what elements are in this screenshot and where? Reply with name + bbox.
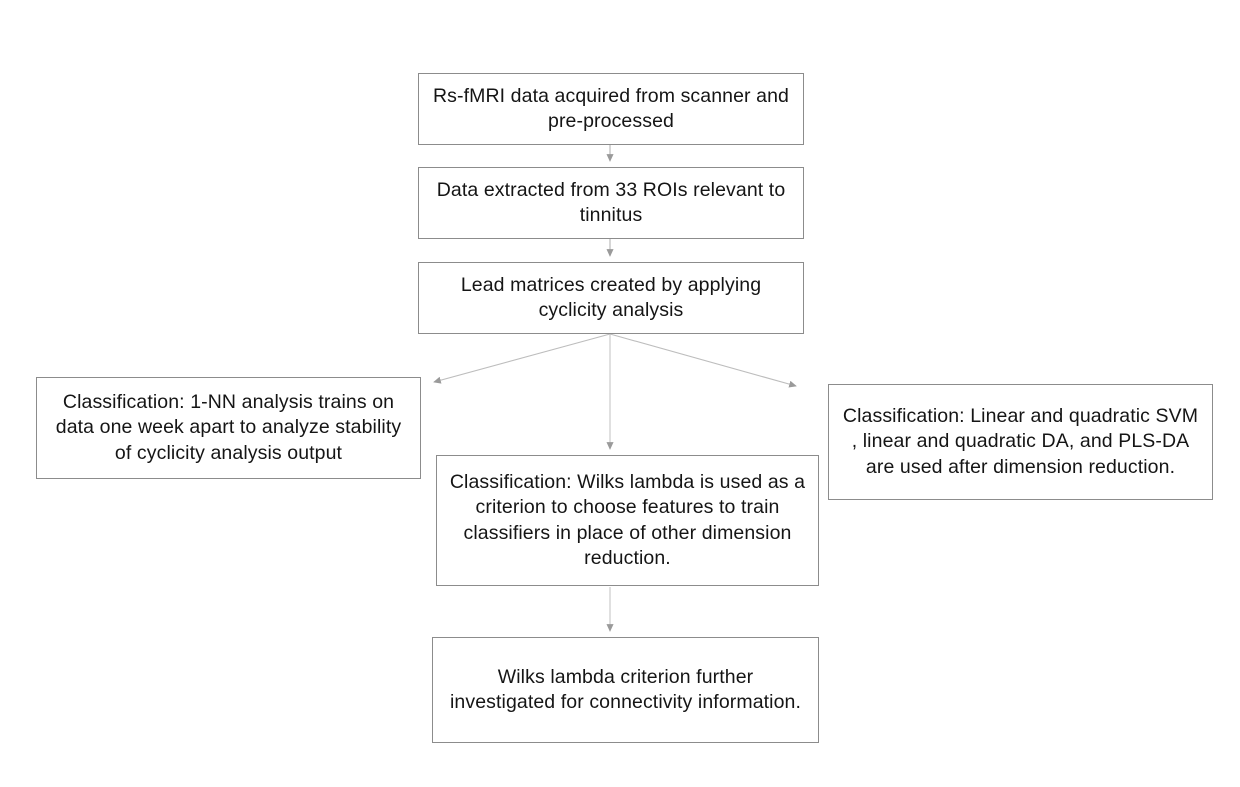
flowchart-node-connectivity: Wilks lambda criterion further investiga… [432,637,819,743]
flowchart-node-lead-matrices: Lead matrices created by applying cyclic… [418,262,804,334]
edge-lead-matrices-to-svm-da [609,333,797,388]
flowchart-node-connectivity-label: Wilks lambda criterion further investiga… [449,665,802,713]
flowchart-node-one-nn: Classification: 1-NN analysis trains on … [36,377,421,479]
flowchart-node-svm-da: Classification: Linear and quadratic SVM… [828,384,1213,500]
flowchart-node-one-nn-label: Classification: 1-NN analysis trains on … [55,390,402,464]
flowchart-node-wilks: Classification: Wilks lambda is used as … [436,455,819,586]
flowchart-node-svm-da-label: Classification: Linear and quadratic SVM… [842,404,1199,478]
flowchart-node-acquire: Rs-fMRI data acquired from scanner and p… [418,73,804,145]
flowchart-node-acquire-label: Rs-fMRI data acquired from scanner and p… [432,84,790,132]
flowchart-node-extract-label: Data extracted from 33 ROIs relevant to … [436,178,786,226]
flowchart-node-lead-matrices-label: Lead matrices created by applying cyclic… [460,273,762,321]
flowchart-node-wilks-label: Classification: Wilks lambda is used as … [449,470,806,569]
flowchart-node-extract: Data extracted from 33 ROIs relevant to … [418,167,804,239]
edge-lead-matrices-to-one-nn [433,333,611,384]
